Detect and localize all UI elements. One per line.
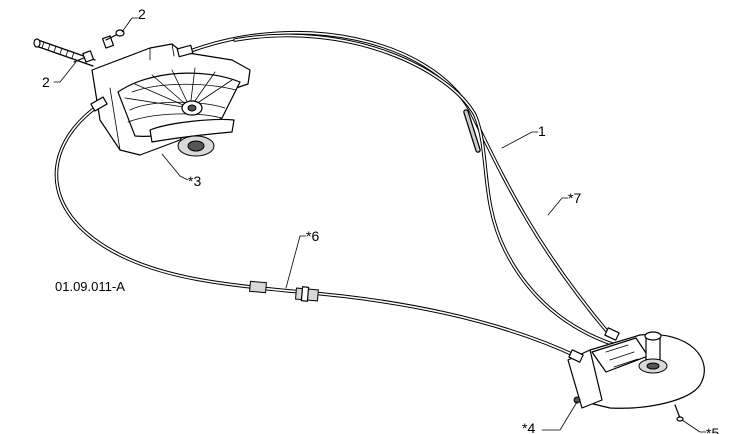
callouts: 2 2 1 *3 *4 *5 *6 *7 01.09.011-A xyxy=(42,6,719,434)
bolt-left xyxy=(73,50,95,63)
control-assembly xyxy=(33,38,251,157)
cable-assembly xyxy=(54,30,617,359)
callout-cable-7: *7 xyxy=(568,190,581,206)
lower-bracket-assembly xyxy=(567,327,705,422)
callout-bolt-left: 2 xyxy=(42,74,50,90)
bolt-top xyxy=(101,29,125,49)
leader-lines xyxy=(53,17,707,433)
callout-sleeve: *6 xyxy=(306,228,319,244)
cable-sleeve xyxy=(249,280,319,302)
callout-lower-bracket: *4 xyxy=(522,420,535,434)
callout-pivot: *5 xyxy=(706,425,719,434)
callout-cable-1: 1 xyxy=(538,123,546,139)
callout-control-assembly: *3 xyxy=(188,173,201,189)
figure-code: 01.09.011-A xyxy=(55,279,125,294)
callout-bolt-top: 2 xyxy=(138,6,146,22)
sector-ribs xyxy=(124,67,237,123)
